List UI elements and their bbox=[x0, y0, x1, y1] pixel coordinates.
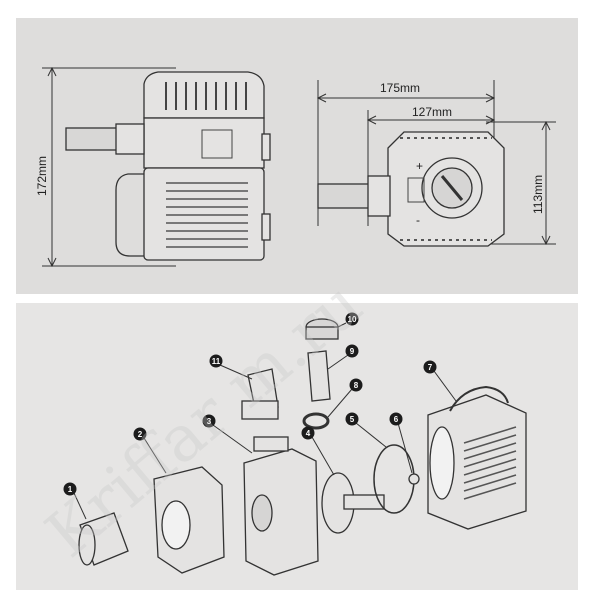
callout-3-marker bbox=[202, 414, 216, 428]
part-7-motor-body bbox=[427, 385, 527, 530]
part-2-front-cover bbox=[153, 466, 225, 574]
callout-numbers: 1 2 3 4 5 6 7 8 9 10 11 bbox=[68, 315, 433, 494]
top-view-rim-marks bbox=[400, 137, 492, 241]
part-5-o-ring bbox=[373, 444, 415, 514]
callout-11: 11 bbox=[212, 357, 221, 366]
callout-7: 7 bbox=[428, 363, 433, 372]
callout-5-marker bbox=[345, 412, 359, 426]
part-6-bearing bbox=[408, 473, 420, 485]
switch-plus-sign: + bbox=[416, 159, 423, 173]
callout-5: 5 bbox=[350, 415, 355, 424]
part-3-pump-housing bbox=[243, 436, 319, 576]
callout-10: 10 bbox=[348, 315, 357, 324]
callout-10-marker bbox=[345, 312, 359, 326]
callout-markers bbox=[63, 312, 437, 496]
callout-4-marker bbox=[301, 426, 315, 440]
part-10-nut bbox=[305, 318, 339, 340]
dimensions-drawing: 172mm 175mm 127mm bbox=[35, 66, 556, 268]
callout-8-marker bbox=[349, 378, 363, 392]
exploded-drawing: 1 2 3 4 5 6 7 8 9 10 11 bbox=[63, 312, 527, 576]
callout-4: 4 bbox=[306, 429, 311, 438]
part-4-impeller bbox=[321, 472, 385, 534]
side-view-label-plate bbox=[201, 129, 233, 159]
callout-leaders bbox=[73, 322, 457, 520]
pump-top-view bbox=[317, 131, 505, 247]
dimensions-panel: 172mm 175mm 127mm bbox=[16, 18, 578, 294]
exploded-view-panel: 1 2 3 4 5 6 7 8 9 10 11 bbox=[16, 303, 578, 590]
depth-label: 113mm bbox=[531, 175, 545, 214]
side-view-vents bbox=[165, 82, 247, 110]
callout-8: 8 bbox=[354, 381, 359, 390]
callout-1: 1 bbox=[68, 485, 73, 494]
body-width-label: 127mm bbox=[412, 105, 452, 119]
motor-grille bbox=[463, 426, 517, 500]
depth-dimension bbox=[486, 120, 556, 246]
part-11-hose-adapter bbox=[241, 368, 279, 420]
callout-2-marker bbox=[133, 427, 147, 441]
switch-minus-sign: - bbox=[416, 213, 420, 227]
callout-7-marker bbox=[423, 360, 437, 374]
callout-6-marker bbox=[389, 412, 403, 426]
part-1-inlet-strainer bbox=[78, 512, 129, 566]
part-8-seal-ring bbox=[302, 412, 330, 430]
height-dimension bbox=[42, 66, 176, 268]
callout-9-marker bbox=[345, 344, 359, 358]
callout-1-marker bbox=[63, 482, 77, 496]
callout-9: 9 bbox=[350, 347, 355, 356]
side-view-grille bbox=[166, 182, 248, 248]
total-width-label: 175mm bbox=[380, 81, 420, 95]
height-label: 172mm bbox=[35, 156, 49, 196]
callout-3: 3 bbox=[207, 417, 212, 426]
part-9-outlet-nozzle bbox=[307, 350, 331, 402]
speed-switch bbox=[407, 177, 425, 203]
pump-side-view bbox=[65, 71, 271, 261]
callout-11-marker bbox=[209, 354, 223, 368]
callout-6: 6 bbox=[394, 415, 399, 424]
callout-2: 2 bbox=[138, 430, 143, 439]
